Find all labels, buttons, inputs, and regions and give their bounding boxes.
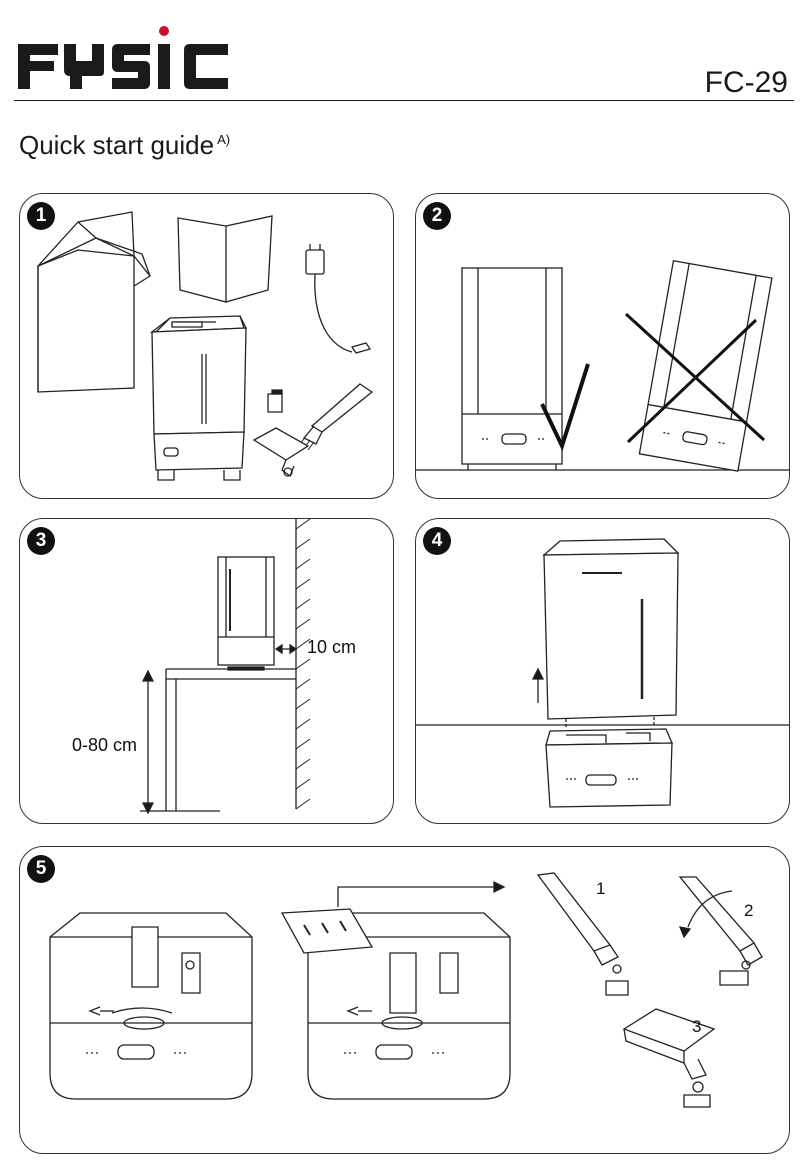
step-1-number: 1 (27, 202, 55, 230)
step-2-panel: 2 (415, 193, 790, 499)
placement-illustration (416, 194, 789, 498)
title-footnote: A) (217, 132, 230, 147)
installation-distance-illustration (20, 519, 393, 823)
table-icon (166, 669, 296, 811)
brand-logo (16, 22, 232, 92)
step-2-number: 2 (423, 202, 451, 230)
step-5-number: 5 (27, 855, 55, 883)
adapter-icon (306, 244, 370, 353)
height-range-label: 0-80 cm (72, 735, 137, 756)
manual-icon (178, 216, 272, 302)
sub-step-1-label: 1 (596, 879, 605, 899)
open-base-icon (50, 913, 252, 1099)
step-3-number: 3 (27, 527, 55, 555)
header-divider (14, 100, 794, 101)
humidifier-icon (152, 316, 246, 480)
wall-distance-label: 10 cm (307, 637, 356, 658)
wall-hatch (296, 519, 310, 809)
model-number: FC-29 (705, 66, 788, 100)
filter-clip-rotate-icon (680, 877, 762, 985)
step-1-panel: 1 (19, 193, 394, 499)
step-4-number: 4 (423, 527, 451, 555)
filter-icon (254, 428, 308, 476)
step-3-panel: 3 10 cm 0-80 cm (19, 518, 394, 824)
sub-step-2-label: 2 (744, 901, 753, 921)
right-arrow (338, 887, 496, 907)
base-unit-icon (546, 729, 672, 807)
package-contents-illustration (20, 194, 393, 498)
brush-icon (300, 384, 372, 450)
upright-humidifier-icon (462, 268, 562, 470)
sub-step-3-label: 3 (692, 1017, 701, 1037)
base-with-filter-cover-icon (282, 909, 510, 1099)
cap-icon (268, 390, 282, 412)
filter-installation-illustration (20, 847, 789, 1153)
logo-dot-icon (159, 26, 169, 36)
step-4-panel: 4 (415, 518, 790, 824)
humidifier-on-table-icon (218, 557, 274, 670)
page-title-text: Quick start guide (19, 130, 214, 160)
step-5-panel: 5 1 2 3 (19, 846, 790, 1154)
tank-removal-illustration (416, 519, 789, 823)
water-tank-icon (544, 539, 678, 727)
filter-clip-open-icon (538, 873, 628, 995)
box-icon (38, 212, 150, 392)
